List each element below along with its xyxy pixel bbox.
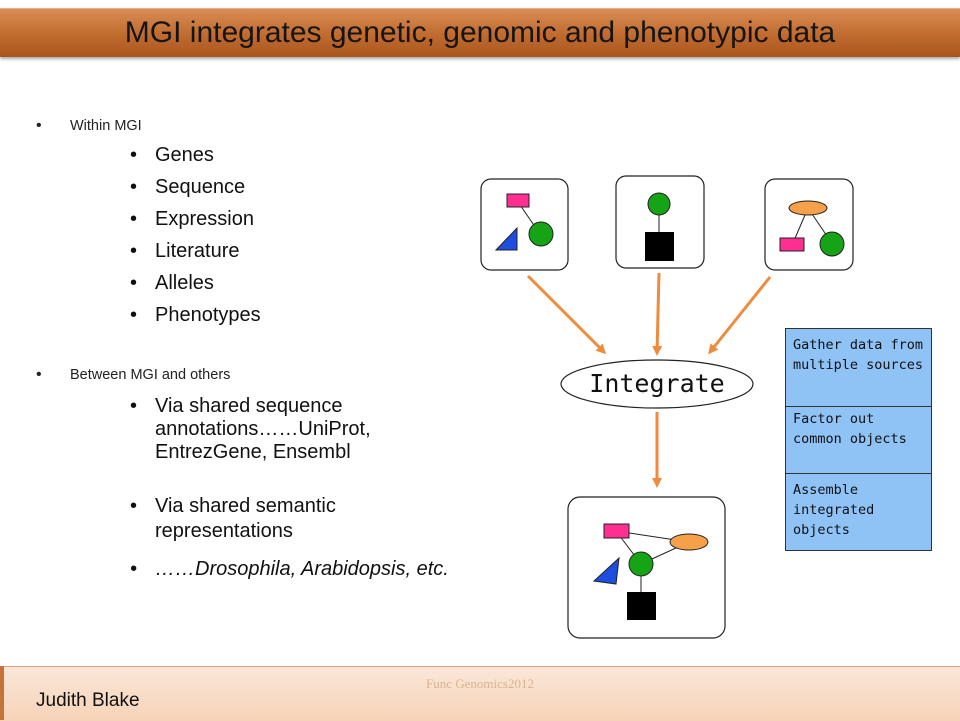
bullet-within-mgi: Within MGI <box>36 117 142 135</box>
step-gather: Gather data from multiple sources <box>785 328 932 407</box>
bullet-sequence: Sequence <box>130 175 245 199</box>
bullet-genes: Genes <box>130 143 214 167</box>
footer-bar <box>0 666 960 721</box>
bullet-literature: Literature <box>130 239 239 263</box>
integrated-result-box <box>567 496 726 639</box>
bullet-alleles: Alleles <box>130 271 214 295</box>
title-bar <box>0 8 960 57</box>
blue-triangle-icon <box>494 226 518 251</box>
arrow-icon <box>708 276 772 355</box>
pink-rect-icon <box>506 193 530 208</box>
green-circle-icon <box>628 551 654 577</box>
orange-ellipse-icon <box>669 533 709 551</box>
orange-ellipse-icon <box>788 200 828 216</box>
green-circle-icon <box>528 221 554 247</box>
bullet-via-semantic: Via shared semantic representations <box>130 494 415 544</box>
arrow-icon <box>652 272 663 356</box>
footer-accent <box>0 666 4 720</box>
source-box-1 <box>480 178 569 271</box>
source-box-3 <box>764 178 854 271</box>
bullet-via-sequence: Via shared sequence annotations……UniProt… <box>130 395 395 464</box>
black-square-icon <box>627 592 656 620</box>
arrow-icon <box>526 274 607 355</box>
integrate-label: Integrate <box>589 369 725 398</box>
pink-rect-icon <box>603 523 630 539</box>
footer-event: Func Genomics2012 <box>426 676 534 691</box>
black-square-icon <box>645 232 674 261</box>
green-circle-icon <box>647 192 671 216</box>
footer-author: Judith Blake <box>36 690 140 711</box>
slide-title: MGI integrates genetic, genomic and phen… <box>124 16 836 49</box>
green-circle-icon <box>819 231 845 257</box>
pink-rect-icon <box>779 237 805 252</box>
bullet-between-mgi: Between MGI and others <box>36 366 230 384</box>
semantic-examples: ……Drosophila, Arabidopsis, etc. <box>130 556 475 582</box>
step-assemble: Assemble integrated objects <box>785 473 932 551</box>
integrate-ellipse <box>560 359 754 409</box>
source-box-2 <box>615 175 705 269</box>
step-factor: Factor out common objects <box>785 406 932 474</box>
blue-triangle-icon <box>592 556 620 585</box>
bullet-phenotypes: Phenotypes <box>130 303 261 327</box>
bullet-expression: Expression <box>130 207 254 231</box>
